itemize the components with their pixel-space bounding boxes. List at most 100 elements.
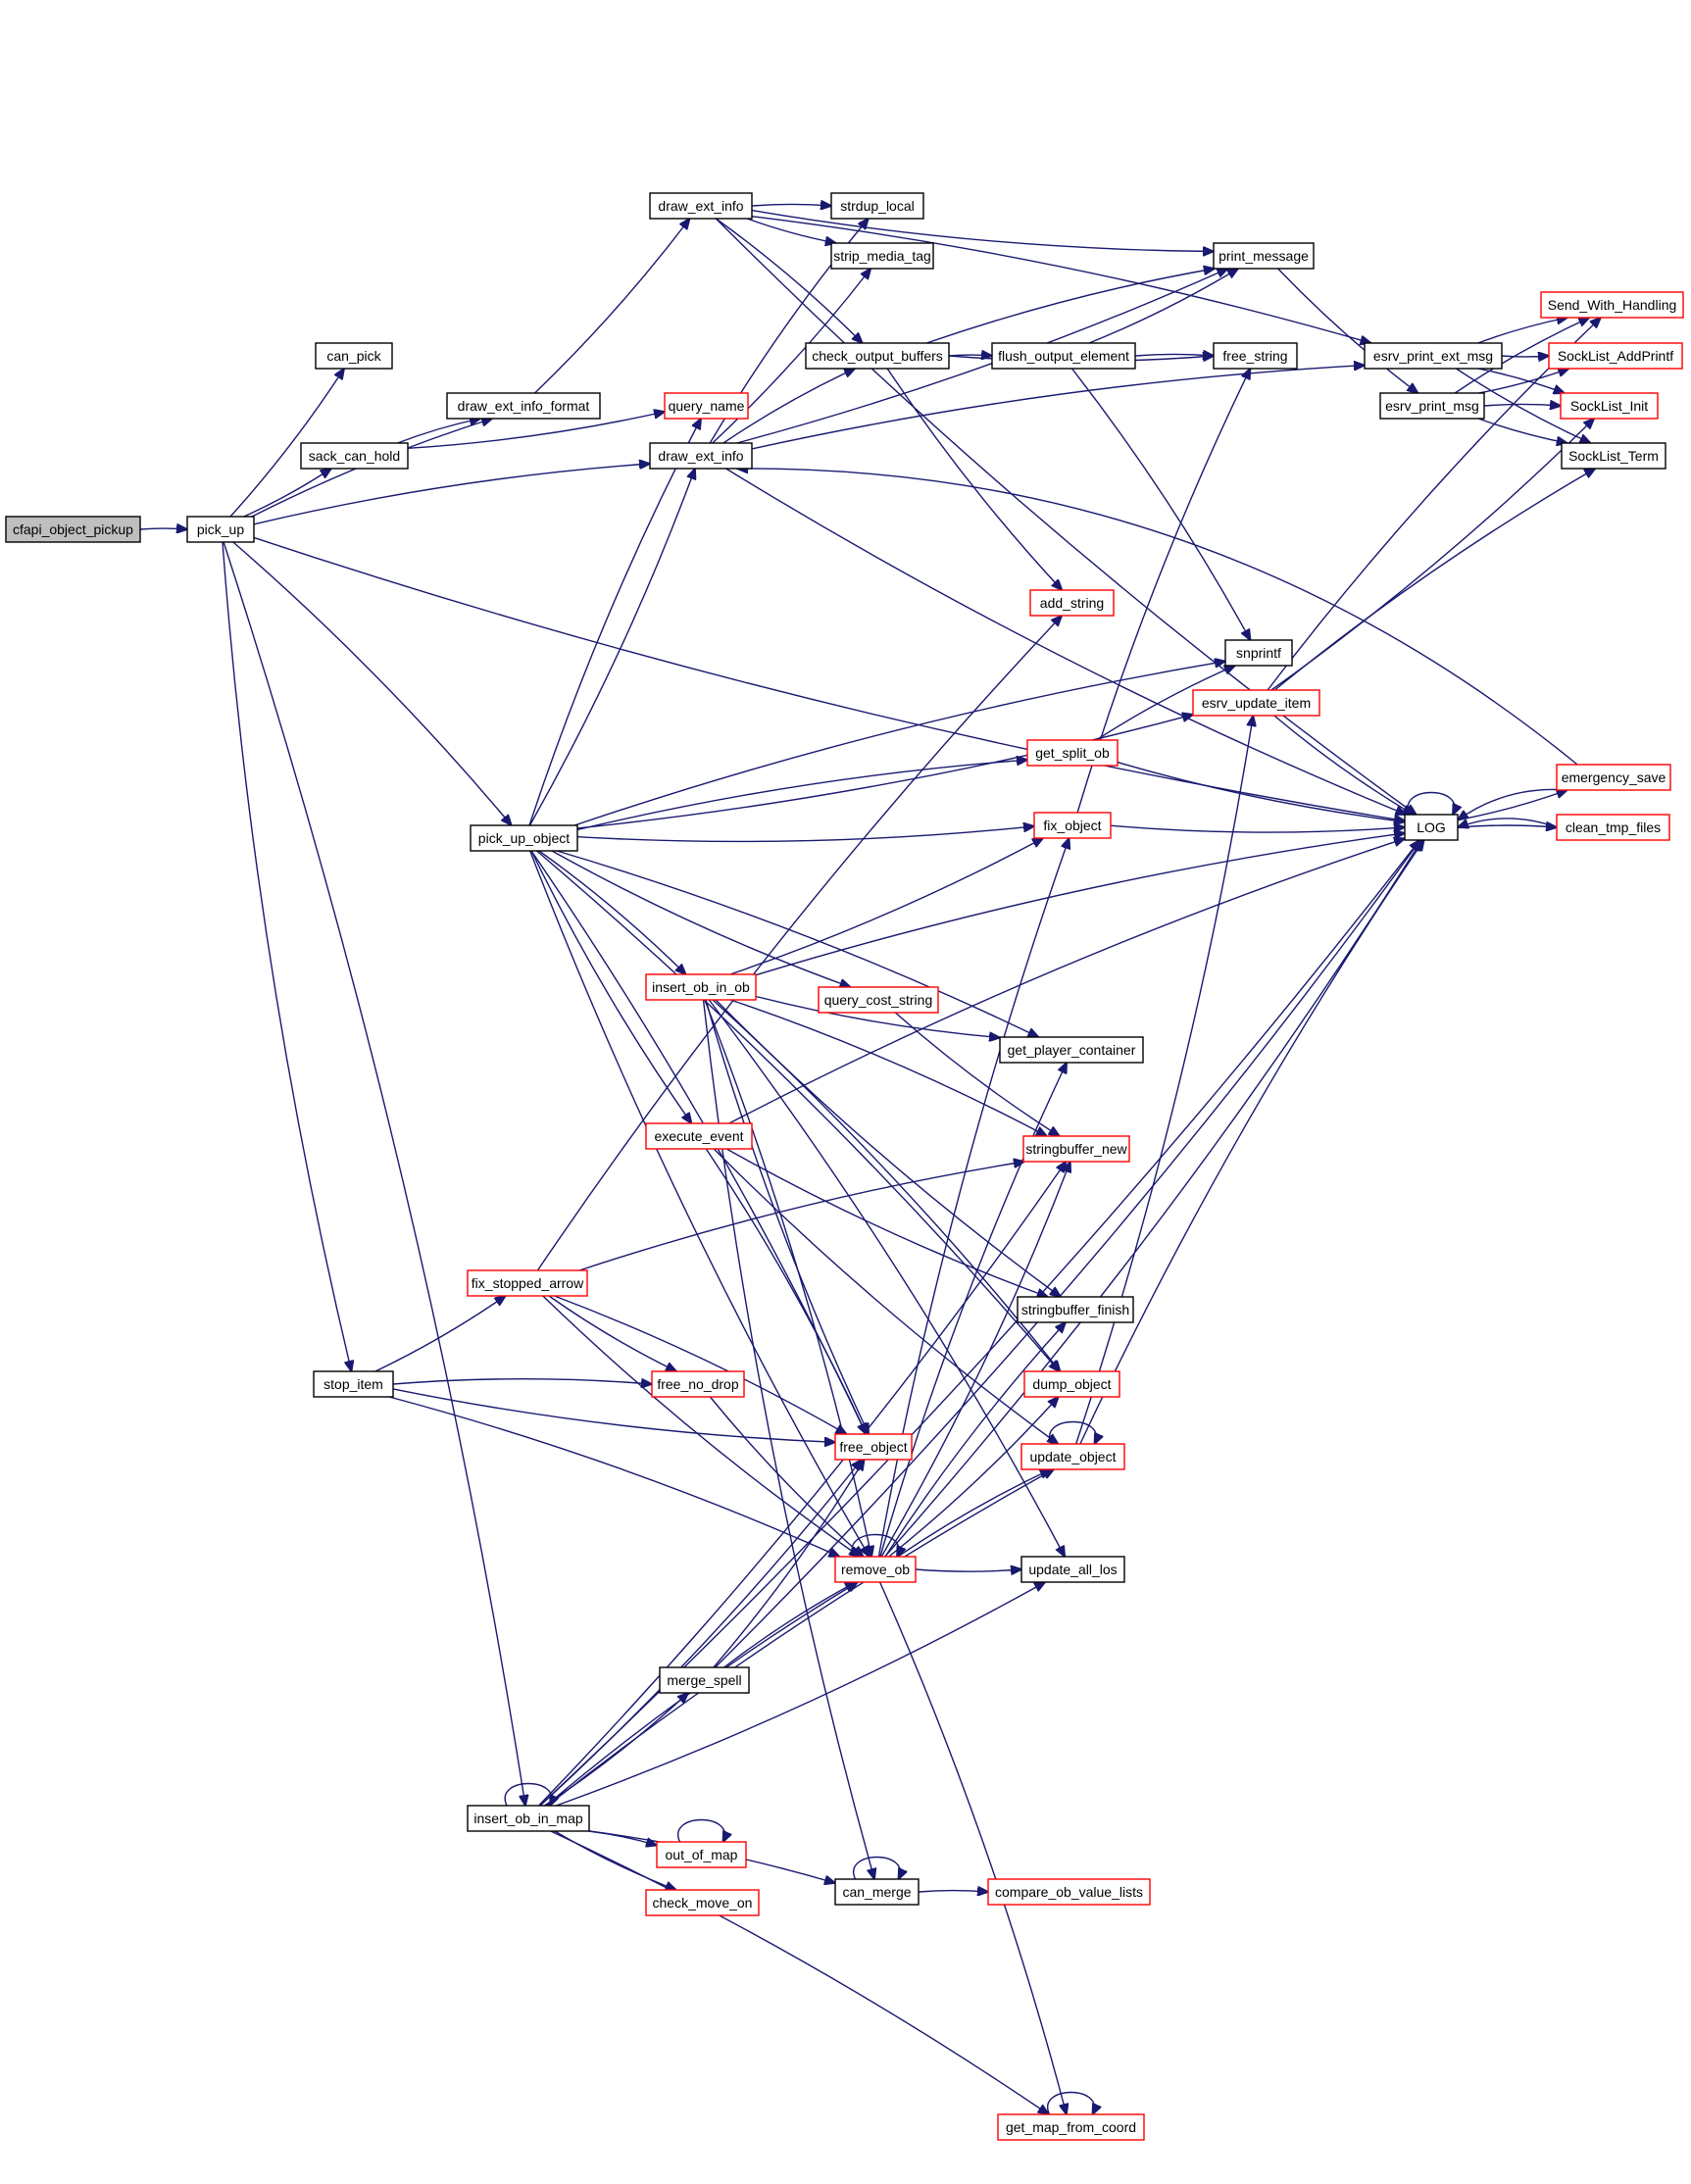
node-box[interactable] (656, 1841, 747, 1868)
node-can-pick[interactable]: can_pick (315, 342, 393, 370)
node-compare-ob-value-lists[interactable]: compare_ob_value_lists (987, 1878, 1151, 1906)
node-print-message[interactable]: print_message (1213, 242, 1315, 270)
node-box[interactable] (830, 242, 934, 270)
node-box[interactable] (1561, 442, 1666, 470)
node-box[interactable] (649, 442, 753, 470)
node-box[interactable] (834, 1433, 913, 1461)
node-flush-output-element[interactable]: flush_output_element (991, 342, 1136, 370)
node-execute-event[interactable]: execute_event (645, 1122, 753, 1150)
node-stringbuffer-finish[interactable]: stringbuffer_finish (1017, 1296, 1134, 1323)
node-box[interactable] (467, 1805, 590, 1832)
node-snprintf[interactable]: snprintf (1224, 639, 1293, 667)
node-box[interactable] (997, 2113, 1145, 2141)
node-box[interactable] (645, 1122, 753, 1150)
node-fix-object[interactable]: fix_object (1033, 812, 1112, 839)
node-box[interactable] (313, 1370, 394, 1398)
node-box[interactable] (1213, 342, 1298, 370)
node-box[interactable] (470, 824, 578, 852)
node-box[interactable] (1556, 764, 1671, 791)
node-log[interactable]: LOG (1404, 814, 1459, 841)
node-dump-object[interactable]: dump_object (1023, 1370, 1120, 1398)
node-strip-media-tag[interactable]: strip_media_tag (830, 242, 934, 270)
node-box[interactable] (834, 1556, 917, 1583)
node-box[interactable] (1017, 1296, 1134, 1323)
node-box[interactable] (315, 342, 393, 370)
node-box[interactable] (1379, 392, 1485, 420)
node-insert-ob-in-ob[interactable]: insert_ob_in_ob (645, 973, 757, 1001)
node-esrv-update-item[interactable]: esrv_update_item (1192, 689, 1320, 717)
node-box[interactable] (834, 1878, 920, 1906)
node-send-with-handling[interactable]: Send_With_Handling (1540, 291, 1684, 319)
node-box[interactable] (651, 1370, 745, 1398)
node-free-object[interactable]: free_object (834, 1433, 913, 1461)
node-get-map-from-coord[interactable]: get_map_from_coord (997, 2113, 1145, 2141)
node-socklist-addprintf[interactable]: SockList_AddPrintf (1548, 342, 1683, 370)
node-box[interactable] (659, 1666, 750, 1694)
node-box[interactable] (645, 973, 757, 1001)
node-pick-up[interactable]: pick_up (186, 516, 255, 543)
node-can-merge[interactable]: can_merge (834, 1878, 920, 1906)
node-box[interactable] (1020, 1443, 1125, 1470)
node-box[interactable] (1364, 342, 1503, 370)
node-fix-stopped-arrow[interactable]: fix_stopped_arrow (467, 1269, 588, 1297)
node-check-output-buffers[interactable]: check_output_buffers (805, 342, 950, 370)
node-get-split-ob[interactable]: get_split_ob (1026, 739, 1119, 767)
node-esrv-print-msg[interactable]: esrv_print_msg (1379, 392, 1485, 420)
node-box[interactable] (830, 192, 924, 220)
node-box[interactable] (446, 392, 601, 420)
node-box[interactable] (5, 516, 141, 543)
node-update-object[interactable]: update_object (1020, 1443, 1125, 1470)
node-check-move-on[interactable]: check_move_on (645, 1889, 760, 1916)
node-box[interactable] (300, 442, 409, 470)
node-merge-spell[interactable]: merge_spell (659, 1666, 750, 1694)
node-clean-tmp-files[interactable]: clean_tmp_files (1556, 814, 1670, 841)
node-stringbuffer-new[interactable]: stringbuffer_new (1022, 1135, 1130, 1163)
node-box[interactable] (1026, 739, 1119, 767)
node-box[interactable] (186, 516, 255, 543)
node-socklist-init[interactable]: SockList_Init (1560, 392, 1659, 420)
node-box[interactable] (1192, 689, 1320, 717)
node-box[interactable] (987, 1878, 1151, 1906)
node-box[interactable] (1404, 814, 1459, 841)
node-box[interactable] (649, 192, 753, 220)
node-remove-ob[interactable]: remove_ob (834, 1556, 917, 1583)
node-out-of-map[interactable]: out_of_map (656, 1841, 747, 1868)
node-box[interactable] (1560, 392, 1659, 420)
node-box[interactable] (818, 986, 939, 1014)
node-box[interactable] (1540, 291, 1684, 319)
node-free-string[interactable]: free_string (1213, 342, 1298, 370)
node-cfapi-object-pickup[interactable]: cfapi_object_pickup (5, 516, 141, 543)
node-box[interactable] (1022, 1135, 1130, 1163)
node-box[interactable] (1548, 342, 1683, 370)
node-box[interactable] (1224, 639, 1293, 667)
node-box[interactable] (1020, 1556, 1125, 1583)
node-box[interactable] (467, 1269, 588, 1297)
node-box[interactable] (664, 392, 749, 420)
node-box[interactable] (991, 342, 1136, 370)
node-emergency-save[interactable]: emergency_save (1556, 764, 1671, 791)
node-box[interactable] (1029, 589, 1115, 617)
node-query-cost-string[interactable]: query_cost_string (818, 986, 939, 1014)
node-query-name[interactable]: query_name (664, 392, 749, 420)
node-pick-up-object[interactable]: pick_up_object (470, 824, 578, 852)
node-sack-can-hold[interactable]: sack_can_hold (300, 442, 409, 470)
node-box[interactable] (805, 342, 950, 370)
node-get-player-container[interactable]: get_player_container (999, 1036, 1144, 1064)
node-box[interactable] (1033, 812, 1112, 839)
node-draw-ext-info-mid[interactable]: draw_ext_info (649, 442, 753, 470)
node-socklist-term[interactable]: SockList_Term (1561, 442, 1666, 470)
node-free-no-drop[interactable]: free_no_drop (651, 1370, 745, 1398)
node-box[interactable] (1556, 814, 1670, 841)
node-box[interactable] (1213, 242, 1315, 270)
node-box[interactable] (999, 1036, 1144, 1064)
node-draw-ext-info-top[interactable]: draw_ext_info (649, 192, 753, 220)
node-update-all-los[interactable]: update_all_los (1020, 1556, 1125, 1583)
node-draw-ext-info-format[interactable]: draw_ext_info_format (446, 392, 601, 420)
node-add-string[interactable]: add_string (1029, 589, 1115, 617)
node-esrv-print-ext-msg[interactable]: esrv_print_ext_msg (1364, 342, 1503, 370)
node-box[interactable] (645, 1889, 760, 1916)
node-insert-ob-in-map[interactable]: insert_ob_in_map (467, 1805, 590, 1832)
node-stop-item[interactable]: stop_item (313, 1370, 394, 1398)
node-box[interactable] (1023, 1370, 1120, 1398)
node-strdup-local[interactable]: strdup_local (830, 192, 924, 220)
